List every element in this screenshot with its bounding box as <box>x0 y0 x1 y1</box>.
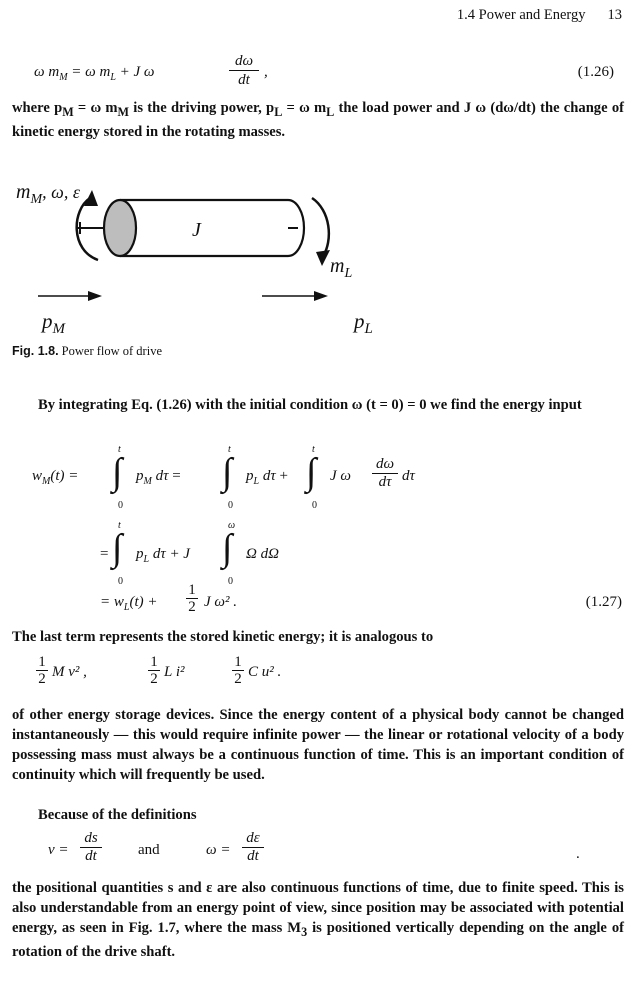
power-flow-figure: mM, ω, ε J mL pM pL <box>16 181 373 337</box>
page-number: 13 <box>607 7 623 23</box>
paragraph-text: the positional quantities s and ε are al… <box>12 880 624 960</box>
paragraph: The last term represents the stored kine… <box>12 629 434 645</box>
label-J: J <box>192 219 202 241</box>
definitions-equation: v = ds dt and ω = dε dt . <box>48 830 580 864</box>
section-title: 1.4 Power and Energy <box>456 7 586 23</box>
energy-terms: 1 2 M v² , 1 2 L i² 1 2 C u² . <box>36 654 336 698</box>
label-mL: mL <box>330 255 352 281</box>
caption-text: Power flow of drive <box>61 344 162 358</box>
running-header: 1.4 Power and Energy 13 <box>457 7 622 24</box>
paragraph-text: By integrating Eq. (1.26) with the initi… <box>38 397 582 413</box>
label-mM: mM, ω, ε <box>16 181 81 207</box>
label-pL: pL <box>352 309 373 337</box>
equation-number: (1.27) <box>585 594 622 610</box>
paragraph: the positional quantities s and ε are al… <box>12 878 624 962</box>
caption-label: Fig. 1.8. <box>12 344 59 358</box>
equation-1-26: ω mM = ω mL + J ω dω dt , (1.26) <box>34 53 614 88</box>
figure-caption: Fig. 1.8. Power flow of drive <box>12 344 162 359</box>
paragraph: of other energy storage devices. Since t… <box>12 707 624 783</box>
equation-number: (1.26) <box>577 64 614 80</box>
paragraph: where pM = ω mM is the driving power, pL… <box>12 98 624 142</box>
equation-1-27: wM(t) = t ∫ 0 pM dτ = t ∫ 0 pL dτ + t ∫ … <box>32 444 622 615</box>
paragraph-text: where pM = ω mM is the driving power, pL… <box>12 100 624 140</box>
paragraph: By integrating Eq. (1.26) with the initi… <box>12 395 624 415</box>
paragraph: Because of the definitions <box>38 807 197 823</box>
label-pM: pM <box>40 309 67 337</box>
